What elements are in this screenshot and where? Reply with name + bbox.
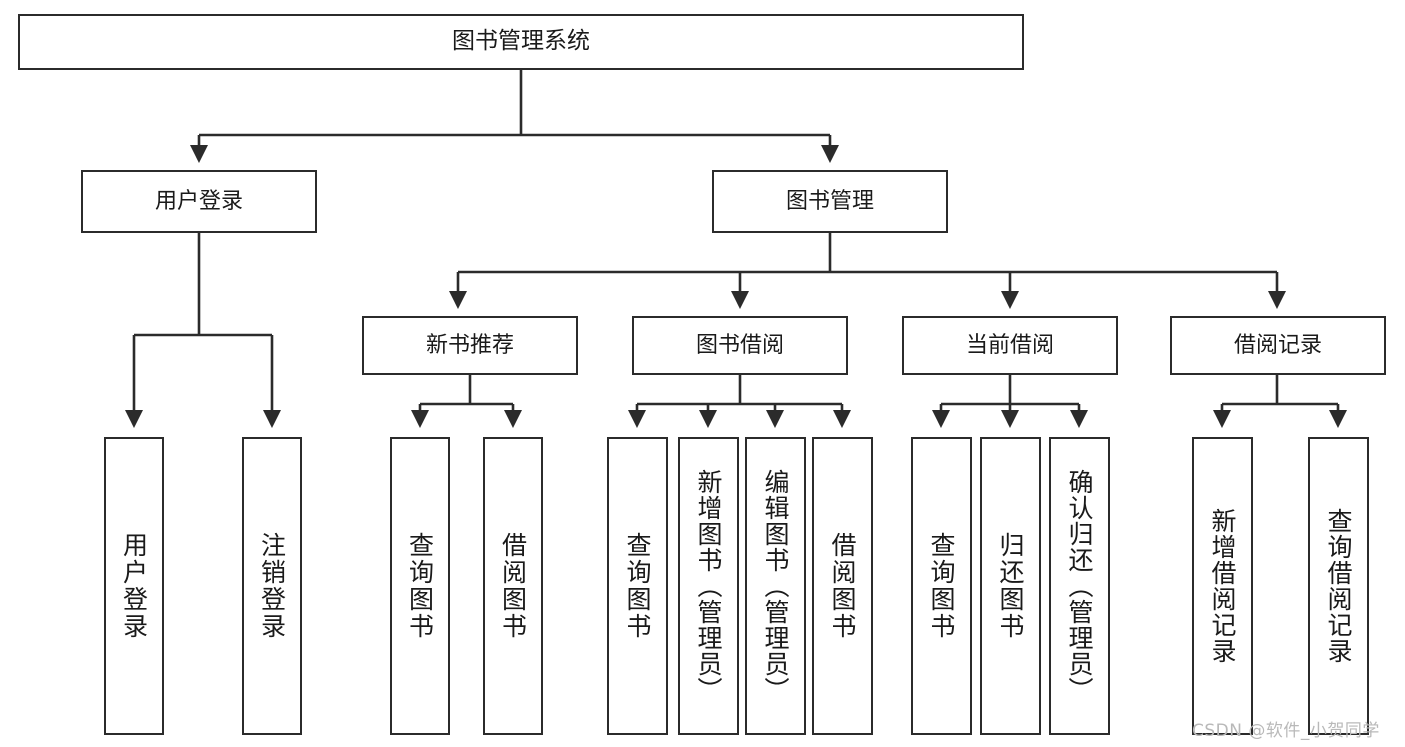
leaf-query-book-3-label: 查询图书 — [927, 532, 956, 640]
leaf-add-record[interactable]: 新增借阅记录 — [1192, 437, 1253, 735]
node-root-label: 图书管理系统 — [452, 28, 590, 55]
leaf-add-record-label: 新增借阅记录 — [1208, 508, 1237, 664]
node-borrow-record-label: 借阅记录 — [1233, 332, 1322, 358]
leaf-query-book-1[interactable]: 查询图书 — [390, 437, 450, 735]
leaf-borrow-book-2-label: 借阅图书 — [828, 532, 857, 640]
leaf-add-book-label: 新增图书（管理员） — [694, 469, 723, 703]
node-book-manage-label: 图书管理 — [785, 188, 874, 214]
node-borrow-record[interactable]: 借阅记录 — [1170, 316, 1386, 375]
node-user-login[interactable]: 用户登录 — [81, 170, 317, 233]
node-root[interactable]: 图书管理系统 — [18, 14, 1024, 70]
leaf-edit-book-label: 编辑图书（管理员） — [761, 469, 790, 703]
leaf-borrow-book-1[interactable]: 借阅图书 — [483, 437, 543, 735]
node-current-borrow-label: 当前借阅 — [965, 332, 1054, 358]
leaf-add-book[interactable]: 新增图书（管理员） — [678, 437, 739, 735]
node-book-borrow[interactable]: 图书借阅 — [632, 316, 848, 375]
leaf-logout-login[interactable]: 注销登录 — [242, 437, 302, 735]
node-book-manage[interactable]: 图书管理 — [712, 170, 948, 233]
leaf-return-book[interactable]: 归还图书 — [980, 437, 1041, 735]
leaf-borrow-book-2[interactable]: 借阅图书 — [812, 437, 873, 735]
csdn-watermark: CSDN @软件_小贺同学 — [1192, 721, 1380, 741]
node-current-borrow[interactable]: 当前借阅 — [902, 316, 1118, 375]
leaf-query-book-1-label: 查询图书 — [405, 532, 435, 640]
node-new-book-rec-label: 新书推荐 — [425, 332, 514, 358]
leaf-borrow-book-1-label: 借阅图书 — [498, 532, 528, 640]
leaf-user-login-label: 用户登录 — [119, 532, 149, 640]
node-book-borrow-label: 图书借阅 — [695, 332, 784, 358]
leaf-user-login[interactable]: 用户登录 — [104, 437, 164, 735]
leaf-query-book-3[interactable]: 查询图书 — [911, 437, 972, 735]
leaf-query-record-label: 查询借阅记录 — [1324, 508, 1353, 664]
leaf-query-book-2[interactable]: 查询图书 — [607, 437, 668, 735]
node-new-book-rec[interactable]: 新书推荐 — [362, 316, 578, 375]
leaf-edit-book[interactable]: 编辑图书（管理员） — [745, 437, 806, 735]
leaf-confirm-return[interactable]: 确认归还（管理员） — [1049, 437, 1110, 735]
leaf-confirm-return-label: 确认归还（管理员） — [1065, 469, 1094, 703]
leaf-query-book-2-label: 查询图书 — [623, 532, 652, 640]
leaf-query-record[interactable]: 查询借阅记录 — [1308, 437, 1369, 735]
node-user-login-label: 用户登录 — [154, 188, 243, 214]
leaf-logout-login-label: 注销登录 — [257, 532, 287, 640]
leaf-return-book-label: 归还图书 — [996, 532, 1025, 640]
